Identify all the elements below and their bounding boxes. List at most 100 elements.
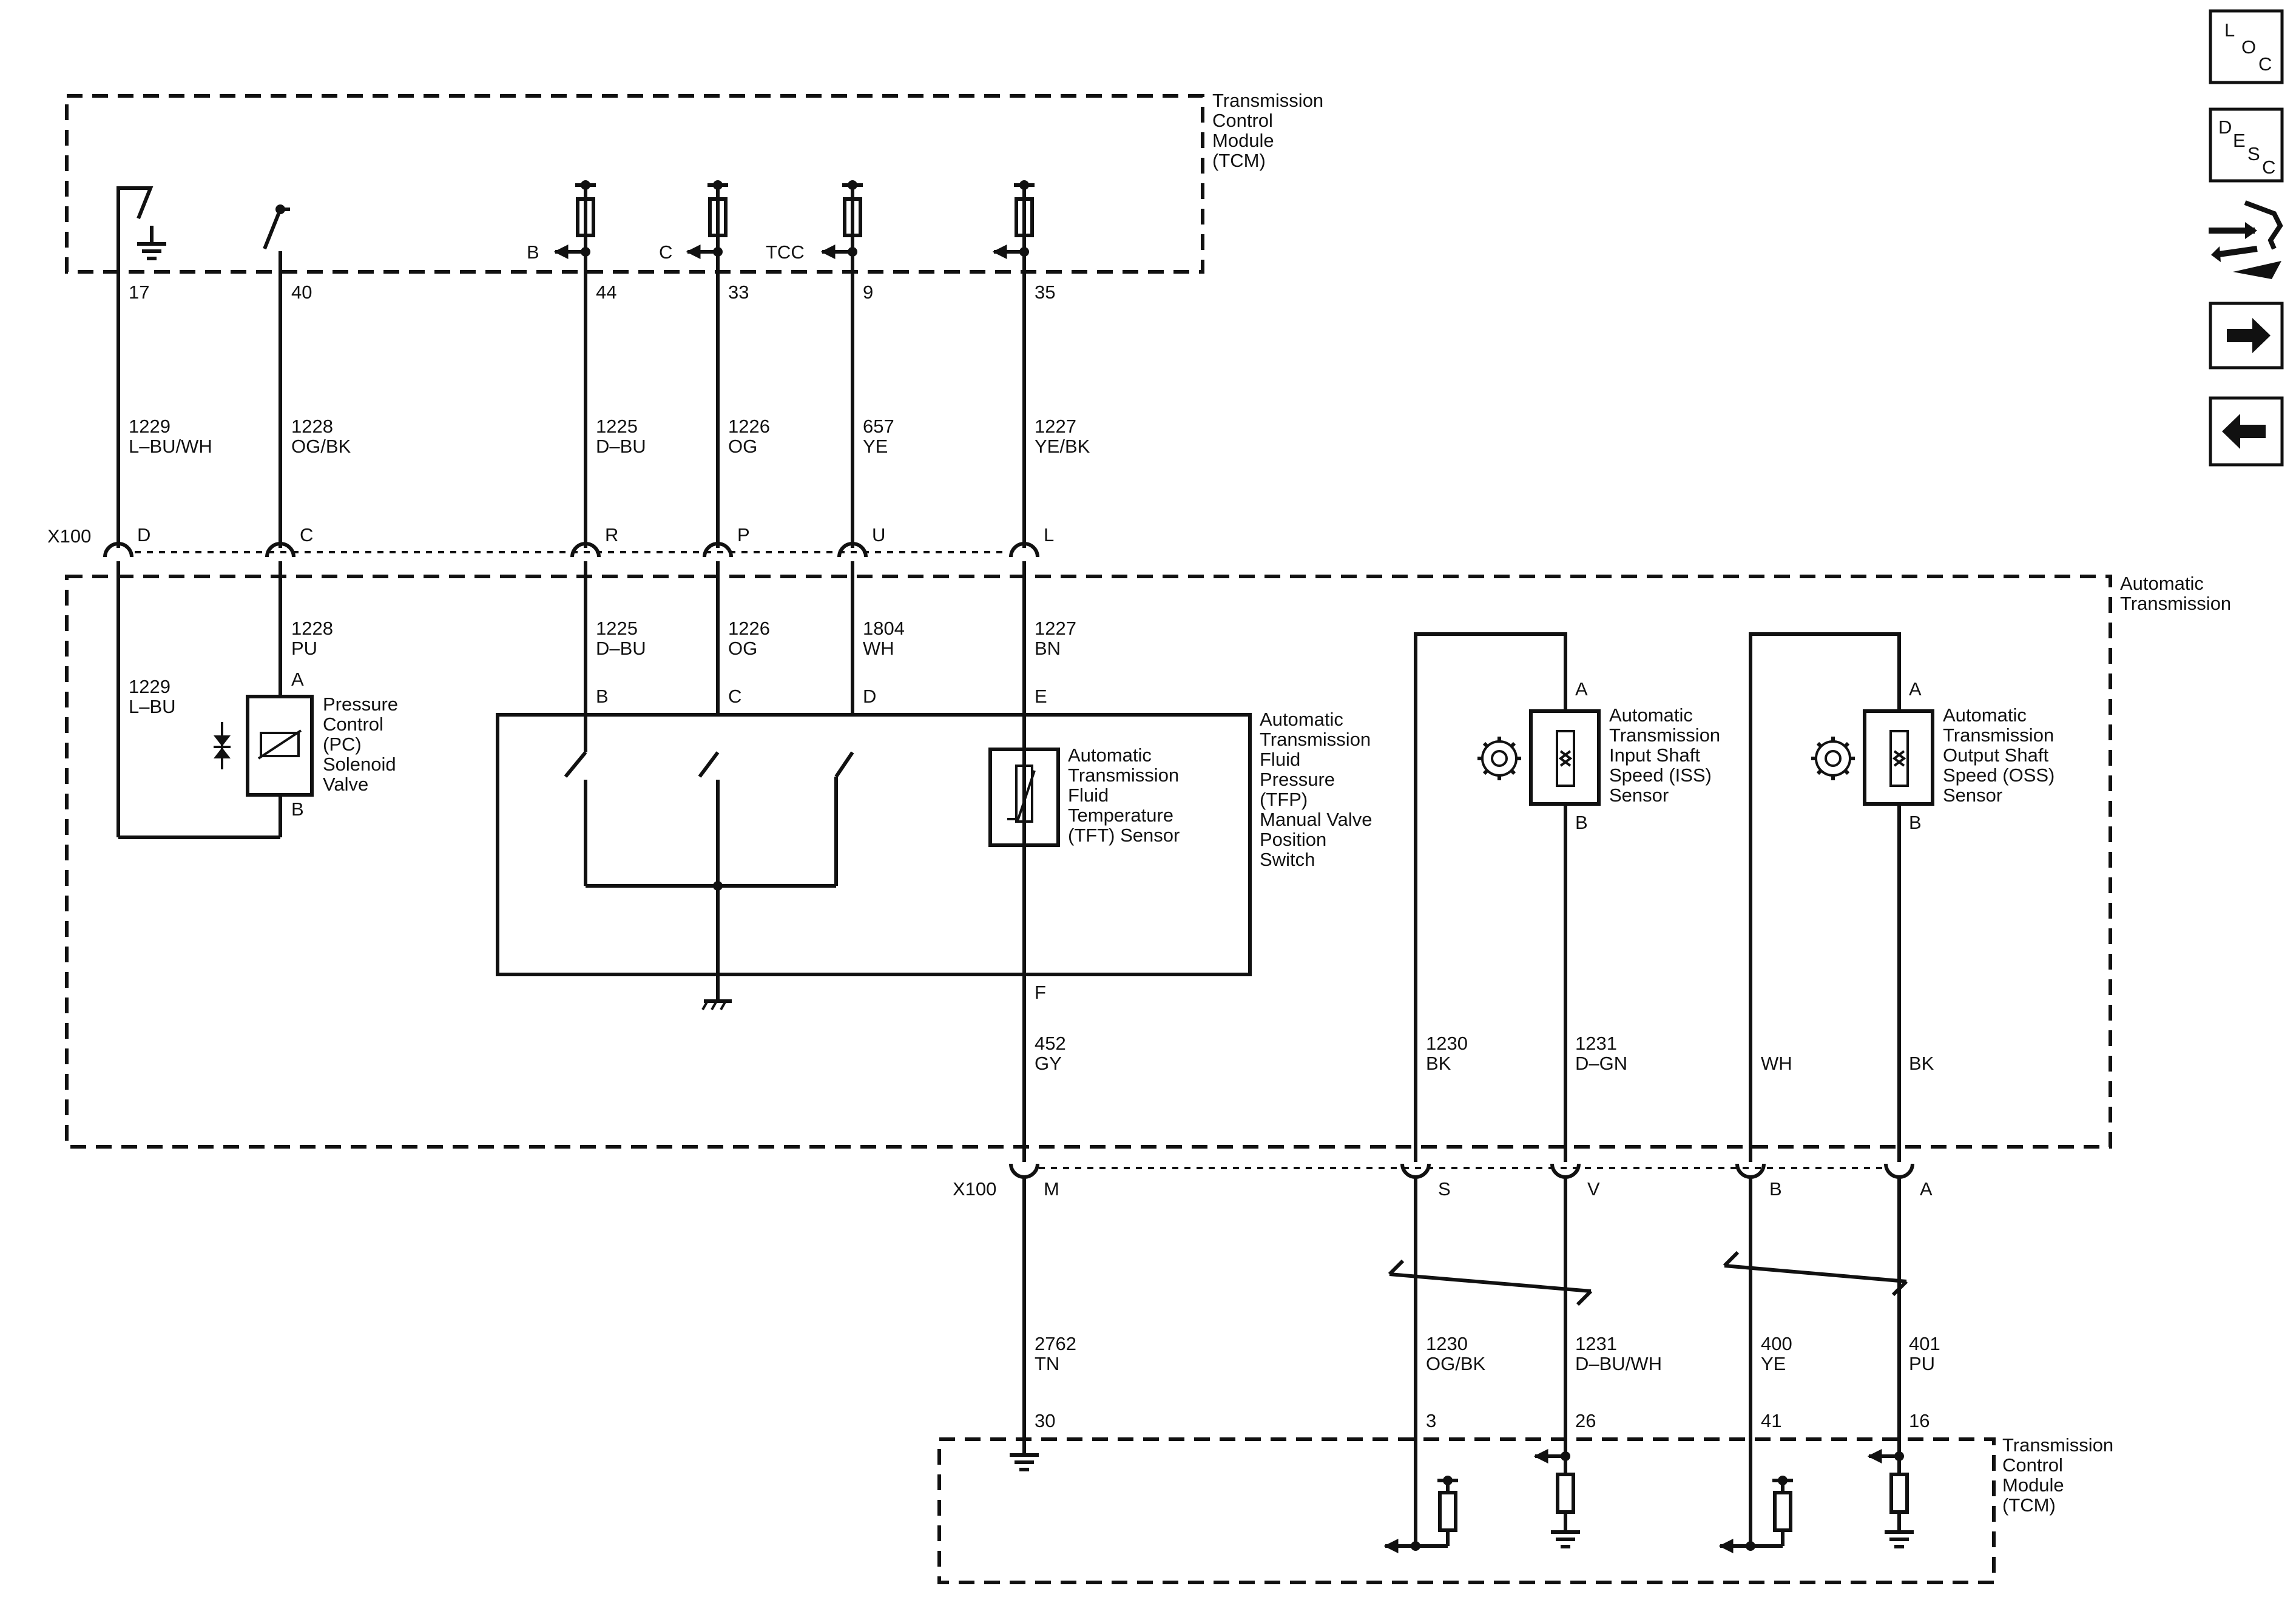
tcm-top-label-2: Control	[1212, 110, 1273, 131]
wire-label-color: BK	[1909, 1053, 1934, 1074]
wire-label-circuit: 2762	[1035, 1333, 1076, 1354]
tfp-pin-f: F	[1035, 982, 1046, 1003]
tfp-label-4: Pressure	[1260, 769, 1335, 790]
tft-sensor: Automatic Transmission Fluid Temperature…	[988, 744, 1180, 847]
tcm-pin33-pullup	[686, 180, 728, 272]
tfp-label-3: Fluid	[1260, 749, 1300, 770]
tft-label-4: Temperature	[1068, 805, 1173, 826]
tfp-pin-b: B	[596, 686, 609, 707]
pc-label-5: Valve	[323, 774, 368, 795]
wire-label-circuit: 1231	[1575, 1333, 1617, 1354]
wire-label-color: YE/BK	[1035, 436, 1090, 457]
wire-label-color: WH	[863, 638, 894, 659]
connector-wrench-icon	[2209, 200, 2283, 279]
wire-label-color: OG/BK	[291, 436, 351, 457]
wire-label-circuit: 452	[1035, 1033, 1066, 1054]
tcm-top-label-4: (TCM)	[1212, 150, 1266, 171]
iss-pin-b: B	[1575, 812, 1588, 833]
wire-label-color: YE	[863, 436, 888, 457]
desc-letter-e: E	[2233, 130, 2246, 151]
tcm-pin3-circuit	[1383, 1476, 1458, 1553]
iss-label-3: Input Shaft	[1609, 744, 1700, 766]
wire-label-circuit: 1228	[291, 618, 333, 639]
tcm-pin41-circuit	[1718, 1476, 1793, 1553]
arrow-left-icon	[2222, 414, 2266, 449]
tfp-manual-valve-switch: B C D E F Automatic Transmission Fluid P…	[496, 686, 1373, 1010]
automatic-transmission-assembly: Automatic Transmission	[65, 573, 2231, 1149]
wire-label-circuit: 1227	[1035, 618, 1076, 639]
pc-label-1: Pressure	[323, 694, 398, 715]
arrow-right-icon	[2227, 318, 2271, 353]
pc-label-3: (PC)	[323, 734, 362, 755]
tfp-label-5: (TFP)	[1260, 789, 1308, 810]
tcm-top-label-1: Transmission	[1212, 90, 1323, 111]
tcm-bottom-label-1: Transmission	[2002, 1434, 2113, 1456]
tfp-pin-e: E	[1035, 686, 1047, 707]
tcm-pin-35: 35	[1035, 282, 1055, 303]
tcm-pin40-switch	[263, 204, 290, 272]
wire-label-color: L–BU	[129, 696, 176, 717]
wire-label-circuit: 1804	[863, 618, 905, 639]
oss-label-2: Transmission	[1943, 724, 2054, 746]
wire-label-color: PU	[291, 638, 317, 659]
x100-pin-l: L	[1044, 524, 1054, 545]
x100-pin-a-lower: A	[1920, 1178, 1933, 1200]
tcm-bottom-label-2: Control	[2002, 1454, 2063, 1476]
pc-pin-b: B	[291, 798, 304, 820]
desc-letter-s: S	[2247, 143, 2260, 164]
wire-label-color: OG	[728, 638, 757, 659]
wire-label-circuit: 657	[863, 416, 894, 437]
gear-icon	[1811, 737, 1855, 780]
signal-label-tcc: TCC	[766, 241, 805, 263]
tfp-label-1: Automatic	[1260, 709, 1343, 730]
wire-label-circuit: 1230	[1426, 1033, 1468, 1054]
wire-label-circuit: 1226	[728, 416, 770, 437]
loc-letter-c: C	[2258, 53, 2272, 75]
tcm-bottom-label-4: (TCM)	[2002, 1494, 2056, 1516]
tcm-pin-40: 40	[291, 282, 312, 303]
wire-label-color: TN	[1035, 1353, 1059, 1374]
loc-button[interactable]: L O C	[2209, 9, 2284, 84]
oss-pin-b: B	[1909, 812, 1922, 833]
wire-label-circuit: 1230	[1426, 1333, 1468, 1354]
oss-sensor: A B Automatic Transmission Output Shaft …	[1749, 632, 2055, 1162]
wire-label-color: BK	[1426, 1053, 1451, 1074]
wire-label-circuit: 1225	[596, 618, 638, 639]
x100-pin-c: C	[300, 524, 313, 545]
x100-pin-m: M	[1044, 1178, 1059, 1200]
wire-label-color: BN	[1035, 638, 1061, 659]
tcm-pin-17: 17	[129, 282, 149, 303]
next-page-button[interactable]	[2209, 302, 2284, 370]
iss-label-4: Speed (ISS)	[1609, 765, 1712, 786]
x100-pin-r: R	[605, 524, 618, 545]
pc-pin-a: A	[291, 669, 304, 690]
oss-label-3: Output Shaft	[1943, 744, 2048, 766]
connector-view-button[interactable]	[2209, 200, 2283, 279]
previous-page-button[interactable]	[2209, 396, 2284, 467]
wire-label-color: D–BU	[596, 436, 646, 457]
tcm-pin44-pullup	[553, 180, 596, 272]
tcm-pin-33: 33	[728, 282, 749, 303]
tcm-pin9-pullup	[820, 180, 863, 272]
wire-label-color: OG/BK	[1426, 1353, 1486, 1374]
tcm-pin-3: 3	[1426, 1410, 1436, 1431]
tft-label-3: Fluid	[1068, 785, 1109, 806]
tfp-label-7: Position	[1260, 829, 1326, 850]
tcm-bottom-label-3: Module	[2002, 1474, 2064, 1496]
iss-label-1: Automatic	[1609, 704, 1693, 726]
wire-label-circuit: 1229	[129, 676, 171, 697]
x100-pin-s: S	[1438, 1178, 1451, 1200]
wire-label-circuit: 1225	[596, 416, 638, 437]
pc-label-2: Control	[323, 714, 383, 735]
signal-label-b: B	[527, 241, 539, 263]
x100-pin-p: P	[737, 524, 750, 545]
gear-icon	[1477, 737, 1521, 780]
desc-button[interactable]: D E S C	[2209, 107, 2284, 183]
wire-label-circuit: 1229	[129, 416, 171, 437]
iss-label-2: Transmission	[1609, 724, 1720, 746]
wire-label-color: D–GN	[1575, 1053, 1627, 1074]
wire-label-circuit: 1226	[728, 618, 770, 639]
pc-solenoid-valve: A B Pressure Control (PC) Solenoid Valve	[214, 669, 398, 820]
tft-label-1: Automatic	[1068, 744, 1152, 766]
